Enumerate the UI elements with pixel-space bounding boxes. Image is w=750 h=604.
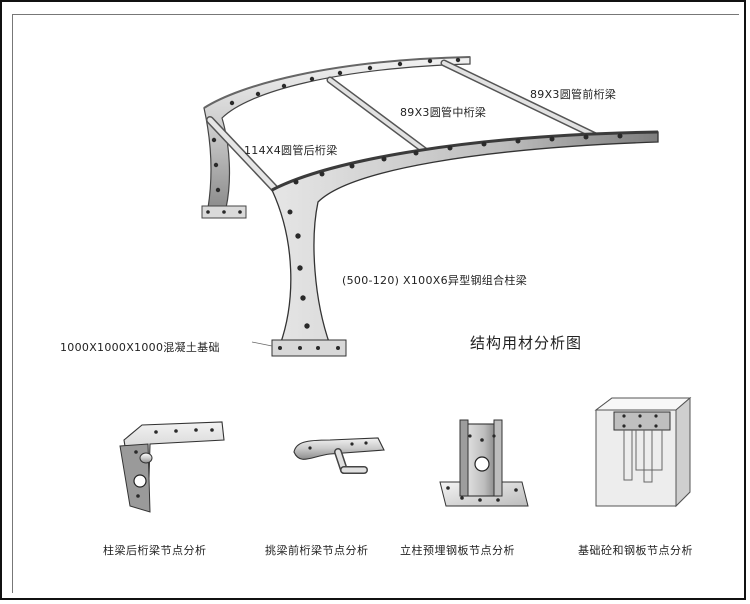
detail-caption-3: 立柱预埋钢板节点分析	[400, 544, 515, 557]
cantilever-front-joint-icon	[293, 437, 385, 474]
middle-purlin-pipe	[326, 76, 436, 160]
front-base-plate	[271, 339, 347, 357]
column-beam-rear-joint-icon	[119, 421, 225, 513]
column-beam-label: (500-120) X100X6异型钢组合柱梁	[342, 274, 528, 287]
concrete-steel-plate-icon	[594, 396, 692, 508]
rear-arch-beam	[203, 56, 471, 209]
front-purlin-pipe	[440, 59, 608, 144]
middle-purlin-label: 89X3圆管中桁梁	[400, 106, 487, 119]
detail-caption-4: 基础砼和钢板节点分析	[578, 544, 693, 557]
detail-caption-1: 柱梁后桁梁节点分析	[103, 544, 207, 557]
detail-caption-2: 挑梁前桁梁节点分析	[265, 544, 369, 557]
inner-frame	[12, 14, 739, 593]
front-arch-beam	[271, 130, 659, 346]
leader-lines	[251, 341, 273, 347]
front-purlin-label: 89X3圆管前桁梁	[530, 88, 617, 101]
foundation-label: 1000X1000X1000混凝土基础	[60, 341, 220, 354]
rear-purlin-label: 114X4圆管后桁梁	[244, 144, 338, 157]
arch-bolts	[211, 57, 623, 329]
diagram-title: 结构用材分析图	[470, 334, 583, 352]
column-embedded-plate-icon	[439, 419, 529, 507]
rear-purlin-pipe	[206, 116, 280, 194]
rear-base-plate	[201, 205, 247, 219]
